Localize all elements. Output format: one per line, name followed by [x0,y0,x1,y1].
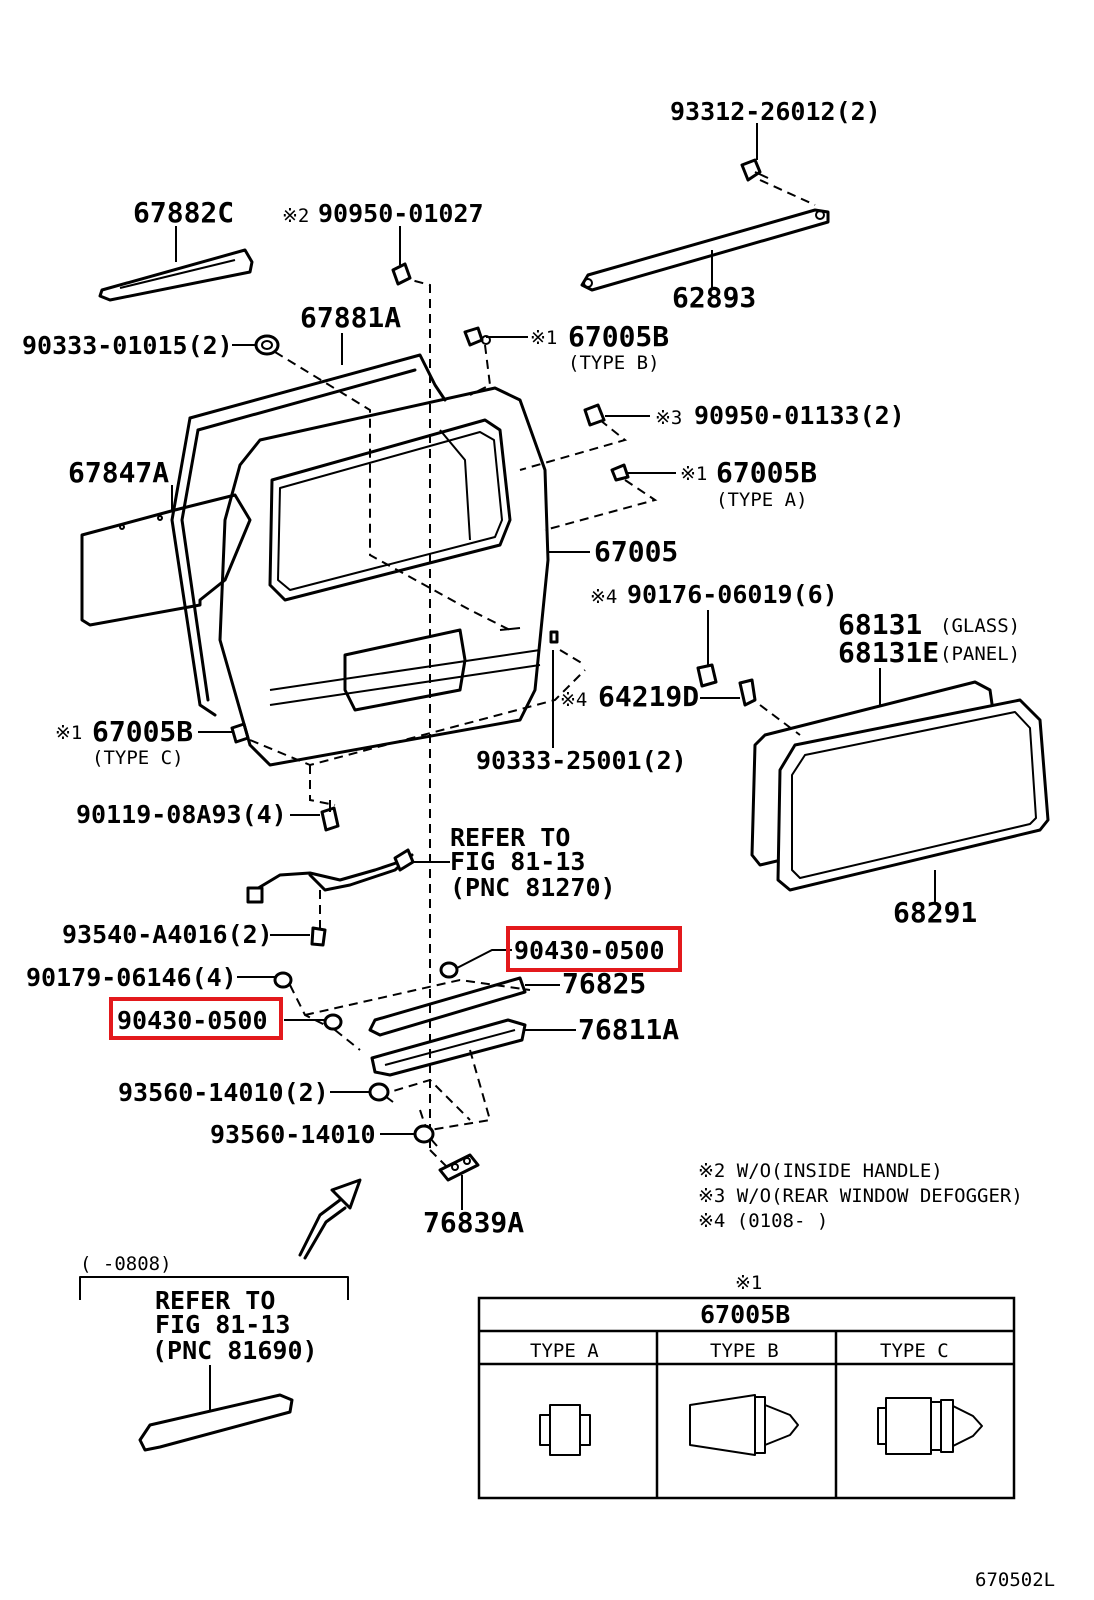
label-glass: (GLASS) [940,615,1020,637]
mark-4-64219d: ※4 [560,689,587,711]
seal-68291 [776,698,1050,892]
type-table: ※1 67005B TYPE A TYPE B TYPE C [477,1272,1016,1500]
cushion-type-c-icon [877,1397,983,1455]
mark-1-type-a: ※1 [680,463,707,485]
label-90950-01133: 90950-01133(2) [694,401,905,430]
bracket-76839a [438,1153,480,1182]
back-door-67005 [218,386,550,767]
label-type-a: (TYPE A) [716,489,808,511]
label-type-c: (TYPE C) [92,747,184,769]
refer-81690-line1: REFER TO [155,1286,275,1315]
table-col-a: TYPE A [530,1340,599,1362]
label-67005: 67005 [594,535,678,568]
label-67005b-type-b: 67005B [568,320,669,353]
cushion-type-b-icon [689,1394,799,1456]
label-67847a: 67847A [68,456,169,489]
label-68131e: 68131E [838,636,939,669]
mark-3: ※3 [655,407,682,429]
label-90430-0500-left: 90430-0500 [117,1006,268,1035]
range-bracket [79,1276,349,1300]
bracket-64219d [738,678,757,707]
label-68131: 68131 [838,608,922,641]
grommet-90333-01015 [254,334,280,356]
label-panel: (PANEL) [940,643,1020,665]
screw-93560 [413,1124,438,1147]
cushion-67005b-b [463,326,491,347]
mark-1-type-b: ※1 [530,327,557,349]
refer-81270-line3: (PNC 81270) [450,873,616,902]
label-67005b-type-a: 67005B [716,456,817,489]
garnish-76825 [368,976,527,1037]
label-76811a: 76811A [578,1013,679,1046]
table-frame [477,1296,1016,1500]
screw-93560-2 [368,1082,394,1103]
label-93312-26012: 93312-26012(2) [670,97,881,126]
refer-81690-line2: FIG 81-13 [155,1310,290,1339]
highlight-box-90430-left [109,997,283,1040]
label-93560-14010: 93560-14010 [210,1120,376,1149]
board-67847a [80,493,252,627]
label-90333-25001: 90333-25001(2) [476,746,687,775]
note-2: ※2 W/O(INSIDE HANDLE) [698,1160,943,1182]
clip-90950-01133 [583,403,606,427]
table-col-c: TYPE C [880,1340,949,1362]
mark-1-type-c: ※1 [55,722,82,744]
refer-81690-line3: (PNC 81690) [152,1336,318,1365]
label-64219d: 64219D [598,680,699,713]
garnish-76811a [370,1018,527,1077]
wire-harness [246,848,415,904]
label-76825: 76825 [562,967,646,1000]
label-90119-08a93: 90119-08A93(4) [76,800,287,829]
arrow-icon [298,1178,362,1260]
label-90333-01015: 90333-01015(2) [22,331,233,360]
bolt-93312 [740,158,769,182]
label-68291: 68291 [893,896,977,929]
diagram-id: 670502L [975,1569,1055,1591]
mark-2-90950-01027: ※2 [282,205,309,227]
label-90176-06019: 90176-06019(6) [627,580,838,609]
weatherstrip-67881a [170,353,447,717]
label-67005b-type-c: 67005B [92,715,193,748]
label-76839a: 76839A [423,1206,524,1239]
label-67882c: 67882C [133,196,234,229]
clip-90950-01027 [391,262,412,286]
refer-81270-line1: REFER TO [450,823,570,852]
label-90430-0500-right: 90430-0500 [514,936,665,965]
label-90950-01027: 90950-01027 [318,199,484,228]
nut-90430-right [439,961,459,979]
label-62893: 62893 [672,281,756,314]
clip-90333-25001 [549,630,559,644]
highlight-box-90430-right [506,926,682,972]
cushion-type-a-icon [539,1404,591,1456]
bolt-90119 [320,800,340,832]
label-67881a: 67881A [300,301,401,334]
mark-4-90176: ※4 [590,586,617,608]
label-90179-06146: 90179-06146(4) [26,963,237,992]
leader-lines [171,123,936,1210]
refer-81270-line2: FIG 81-13 [450,847,585,876]
table-mark: ※1 [735,1272,762,1294]
table-col-b: TYPE B [710,1340,779,1362]
screw-93540 [310,926,327,947]
nut-90179 [273,971,293,989]
table-title: 67005B [700,1300,790,1329]
label-93540-a4016: 93540-A4016(2) [62,920,273,949]
stay-rod-62893 [580,208,830,292]
note-4: ※4 (0108- ) [698,1210,828,1232]
note-3: ※3 W/O(REAR WINDOW DEFOGGER) [698,1185,1023,1207]
handle-81690 [138,1365,294,1452]
label-type-b: (TYPE B) [568,352,660,374]
range-label: ( -0808) [80,1253,172,1275]
label-93560-14010-2: 93560-14010(2) [118,1078,329,1107]
trim-67882c [98,248,254,302]
cushion-67005b-a [610,463,630,482]
nut-90430-left [323,1013,343,1031]
clip-90176 [696,663,718,688]
